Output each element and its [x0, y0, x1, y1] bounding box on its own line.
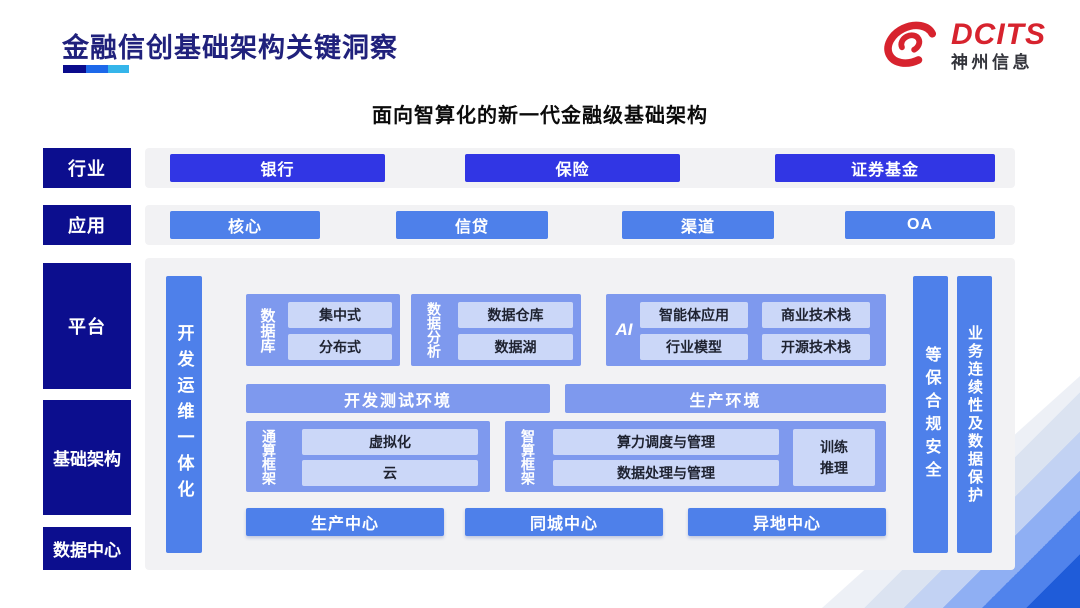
analytics-item-warehouse: 数据仓库: [458, 302, 573, 328]
ai-item-industry-models: 行业模型: [640, 334, 748, 360]
application-item-credit: 信贷: [396, 211, 548, 239]
smart-compute-train-infer: 训练推理: [793, 429, 875, 486]
page-title: 金融信创基础架构关键洞察: [62, 33, 398, 63]
industry-item-insurance: 保险: [465, 154, 680, 182]
security-vertical-bar: 等保合规安全: [913, 276, 948, 553]
smart-compute-scheduling: 算力调度与管理: [553, 429, 779, 455]
general-compute-cloud: 云: [302, 460, 478, 486]
general-compute-label: 通算框架: [261, 428, 277, 485]
swirl-comet-icon: [879, 16, 943, 74]
application-item-core: 核心: [170, 211, 320, 239]
smart-compute-train-infer-label: 训练推理: [820, 438, 848, 476]
logo-brand: DCITS: [951, 17, 1046, 51]
continuity-vertical-bar: 业务连续性及数据保护: [957, 276, 992, 553]
side-label-platform: 平台: [43, 263, 131, 389]
side-label-infrastructure: 基础架构: [43, 400, 131, 515]
smart-compute-data-processing: 数据处理与管理: [553, 460, 779, 486]
general-compute-virtualization: 虚拟化: [302, 429, 478, 455]
diagram-title: 面向智算化的新一代金融级基础架构: [372, 105, 708, 127]
underline-segment-cyan: [108, 65, 129, 73]
ai-group: AI 智能体应用 商业技术栈 行业模型 开源技术栈: [606, 294, 886, 366]
database-group: 数据库 集中式 分布式: [246, 294, 400, 366]
devops-vertical-bar: 开发运维一体化: [166, 276, 202, 553]
side-label-industry: 行业: [43, 148, 131, 188]
analytics-item-lake: 数据湖: [458, 334, 573, 360]
title-underline: [63, 65, 129, 73]
ai-item-agent-apps: 智能体应用: [640, 302, 748, 328]
database-item-distributed: 分布式: [288, 334, 392, 360]
analytics-group-label: 数据分析: [426, 302, 442, 358]
industry-item-bank: 银行: [170, 154, 385, 182]
dcits-logo: DCITS 神州信息: [879, 16, 1046, 74]
analytics-group: 数据分析 数据仓库 数据湖: [411, 294, 581, 366]
database-group-label: 数据库: [258, 307, 276, 353]
center-same-city: 同城中心: [465, 508, 663, 536]
logo-text: DCITS 神州信息: [951, 17, 1046, 72]
side-label-datacenter: 数据中心: [43, 527, 131, 570]
env-dev-test: 开发测试环境: [246, 384, 550, 413]
ai-item-opensource-stack: 开源技术栈: [762, 334, 870, 360]
center-remote: 异地中心: [688, 508, 886, 536]
center-production: 生产中心: [246, 508, 444, 536]
application-item-channel: 渠道: [622, 211, 774, 239]
application-item-oa: OA: [845, 211, 995, 239]
smart-compute-group: 智算框架 算力调度与管理 数据处理与管理 训练推理: [505, 421, 886, 492]
underline-segment-blue: [86, 65, 108, 73]
industry-item-securities: 证券基金: [775, 154, 995, 182]
logo-company: 神州信息: [951, 52, 1033, 72]
env-production: 生产环境: [565, 384, 886, 413]
smart-compute-label: 智算框架: [520, 428, 536, 485]
underline-segment-dark: [63, 65, 86, 73]
ai-item-commercial-stack: 商业技术栈: [762, 302, 870, 328]
side-label-application: 应用: [43, 205, 131, 245]
general-compute-group: 通算框架 虚拟化 云: [246, 421, 490, 492]
database-item-centralized: 集中式: [288, 302, 392, 328]
ai-group-label: AI: [615, 320, 633, 339]
